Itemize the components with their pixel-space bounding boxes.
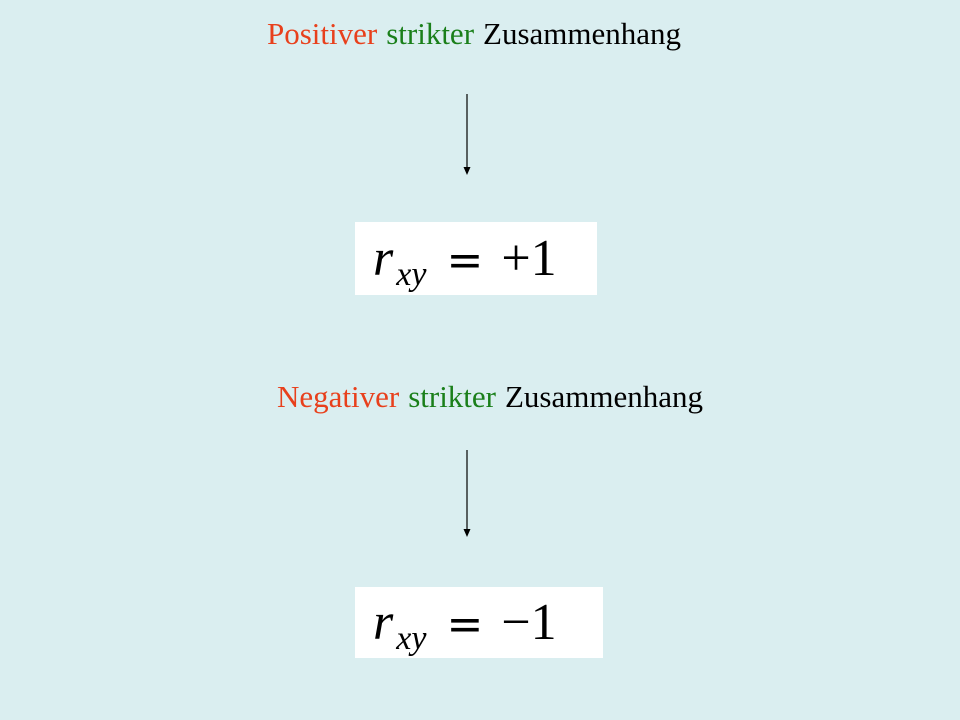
formula-value: −1 [501,593,557,651]
heading-word-positiver: Positiver [266,16,378,51]
heading-word-zusammenhang: Zusammenhang [483,16,682,51]
formula-variable: r [373,593,394,651]
formula-variable: r [373,229,394,287]
formula-negative: rxy = −1 [373,593,557,655]
formula-value: +1 [501,229,557,287]
formula-positive: rxy = +1 [373,229,557,291]
formula-box-positive: rxy = +1 [355,222,597,295]
formula-box-negative: rxy = −1 [355,587,603,658]
heading-word-strikter: strikter [408,379,496,414]
formula-subscript: xy [396,619,427,657]
heading-word-zusammenhang: Zusammenhang [505,379,704,414]
down-arrow-icon [461,94,473,176]
heading-word-strikter: strikter [386,16,475,51]
formula-subscript: xy [396,255,427,293]
heading-word-negativer: Negativer [276,379,400,414]
formula-operator: = [446,598,484,650]
down-arrow-icon [461,450,473,540]
formula-operator: = [446,234,484,286]
